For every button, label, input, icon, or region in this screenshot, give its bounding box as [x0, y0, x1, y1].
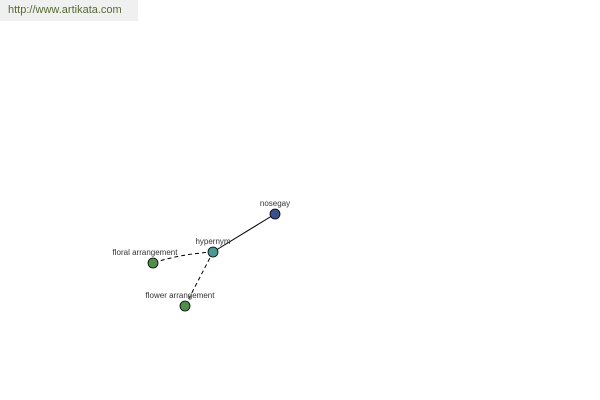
node-floral-arrangement[interactable]: floral arrangement: [113, 248, 179, 269]
site-url-link[interactable]: http://www.artikata.com: [0, 0, 138, 21]
node-flower-arrangement-marker: [179, 300, 191, 312]
node-floral-arrangement-marker: [147, 257, 159, 269]
node-hypernym-label: hypernym: [195, 237, 230, 246]
node-nosegay[interactable]: nosegay: [260, 199, 290, 220]
node-flower-arrangement-label: flower arrangement: [146, 291, 216, 300]
node-hypernym-marker: [207, 246, 219, 258]
node-flower-arrangement[interactable]: flower arrangement: [146, 291, 216, 312]
node-nosegay-label: nosegay: [260, 199, 290, 208]
node-hypernym[interactable]: hypernym: [195, 237, 231, 258]
node-floral-arrangement-label: floral arrangement: [113, 248, 179, 257]
node-nosegay-marker: [269, 208, 281, 220]
edge-hypernym-nosegay: [212, 213, 276, 253]
edge-hypernym-flower-arrangement: [184, 251, 214, 307]
